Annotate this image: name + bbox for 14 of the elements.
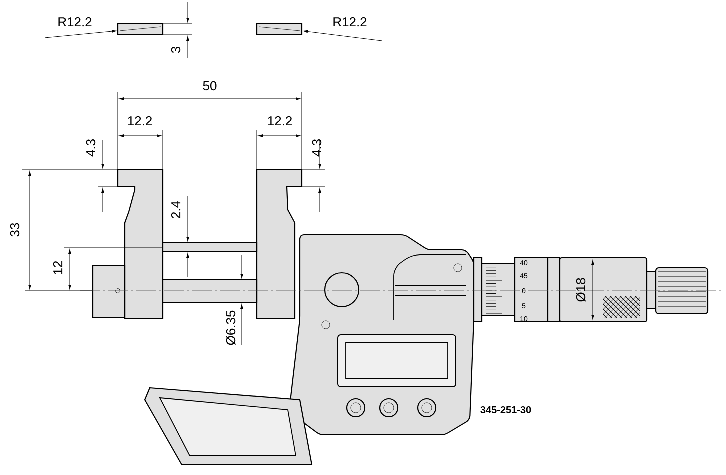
dimension-label: 4.3: [86, 140, 96, 157]
dimension-label: 12: [53, 261, 63, 274]
dimension-label: 12.2: [268, 116, 292, 126]
dimension-label: R12.2: [58, 17, 92, 27]
dimension-label: 12.2: [128, 116, 152, 126]
dimension-label: 4.3: [312, 140, 322, 157]
dimension-label: 50: [203, 81, 217, 91]
dimension-label: 3: [171, 46, 181, 54]
dimension-label: 2.4: [171, 201, 181, 218]
model-number: 345-251-30: [480, 406, 532, 414]
dimension-label: R12.2: [334, 17, 367, 27]
dimension-label: Ø18: [576, 278, 586, 302]
dimension-label: 33: [10, 223, 20, 237]
dimension-label: Ø6.35: [226, 310, 236, 346]
